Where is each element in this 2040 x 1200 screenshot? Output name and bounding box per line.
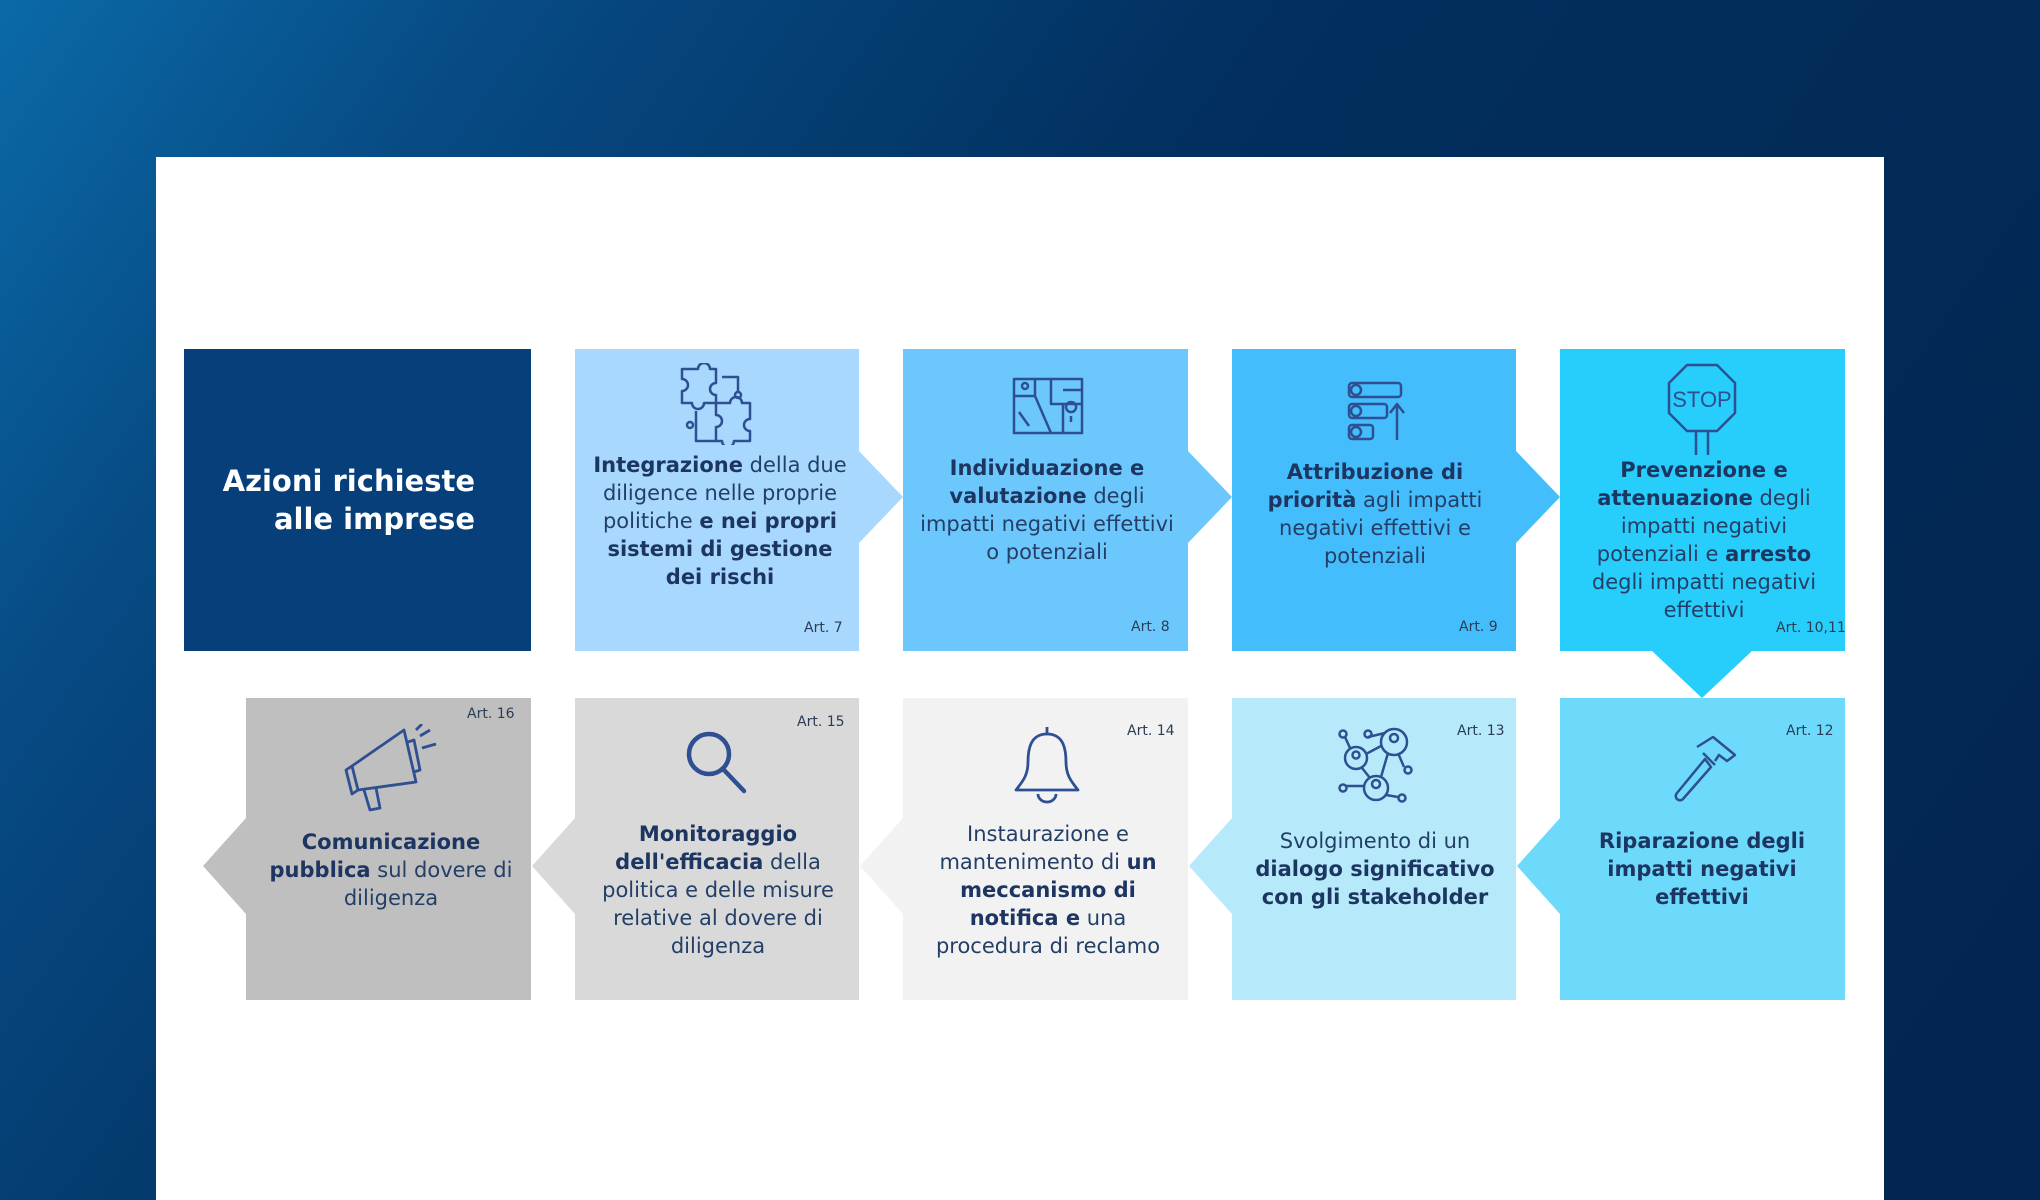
step-9-text-part: sul dovere di diligenza bbox=[343, 858, 513, 910]
step-6-label: Svolgimento di un dialogo significativo … bbox=[1245, 827, 1505, 911]
step-4-text-part: arresto bbox=[1725, 542, 1812, 566]
step-7-label: Instaurazione e mantenimento di un mecca… bbox=[918, 820, 1178, 960]
step-shape-9 bbox=[203, 698, 531, 1000]
step-4-label: Prevenzione e attenuazione degli impatti… bbox=[1568, 456, 1840, 624]
step-7-article: Art. 14 bbox=[1127, 723, 1175, 739]
step-shape-6 bbox=[1189, 698, 1516, 1000]
hammer-icon bbox=[1669, 733, 1737, 807]
step-3-text-part: agli impatti negativi effettivi e potenz… bbox=[1279, 488, 1483, 568]
step-8-article: Art. 15 bbox=[797, 714, 845, 730]
step-2-article: Art. 8 bbox=[1131, 619, 1170, 635]
puzzle-icon bbox=[676, 361, 756, 449]
priority-list-icon bbox=[1345, 380, 1407, 446]
step-1-text-part: e nei propri sistemi di gestione dei ris… bbox=[607, 509, 838, 589]
step-4-text-part: degli impatti negativi effettivi bbox=[1591, 570, 1817, 622]
step-8-text-part: Monitoraggio dell'efficacia bbox=[615, 822, 798, 874]
step-3-text-part: Attribuzione di priorità bbox=[1267, 460, 1464, 512]
step-7-text-part: Instaurazione e mantenimento di bbox=[939, 822, 1129, 874]
step-2-text-part: degli impatti negativi effettivi o poten… bbox=[920, 484, 1174, 564]
svg-text:STOP: STOP bbox=[1672, 387, 1732, 412]
step-shape-8 bbox=[532, 698, 859, 1000]
title-box bbox=[184, 349, 531, 651]
step-1-text-part: della due diligence nelle proprie politi… bbox=[602, 453, 847, 533]
content-card bbox=[156, 157, 1884, 1200]
step-1-label: Integrazione della due diligence nelle p… bbox=[590, 451, 850, 591]
step-shape-2 bbox=[903, 349, 1232, 651]
step-shape-1 bbox=[575, 349, 903, 651]
title-line-2: alle imprese bbox=[273, 502, 475, 536]
step-3-article: Art. 9 bbox=[1459, 619, 1498, 635]
step-9-text-part: Comunicazione pubblica bbox=[269, 830, 481, 882]
map-icon bbox=[1011, 376, 1085, 440]
step-shape-3 bbox=[1232, 349, 1560, 651]
step-8-label: Monitoraggio dell'efficacia della politi… bbox=[588, 820, 848, 960]
megaphone-icon bbox=[344, 723, 438, 818]
search-icon bbox=[684, 729, 748, 799]
step-7-text-part: una procedura di reclamo bbox=[935, 906, 1161, 958]
step-8-text-part: della politica e delle misure relative a… bbox=[602, 850, 834, 958]
step-4-text-part: Prevenzione e attenuazione bbox=[1597, 458, 1788, 510]
bell-icon bbox=[1012, 724, 1082, 808]
step-9-label: Comunicazione pubblica sul dovere di dil… bbox=[256, 828, 526, 912]
step-6-text-part: Svolgimento di un bbox=[1279, 829, 1471, 853]
step-2-text-part: Individuazione e valutazione bbox=[949, 456, 1145, 508]
step-3-label: Attribuzione di priorità agli impatti ne… bbox=[1245, 458, 1505, 570]
step-4-article: Art. 10,11 bbox=[1776, 620, 1846, 636]
step-6-text-part: dialogo significativo con gli stakeholde… bbox=[1255, 857, 1495, 909]
title-line-1: Azioni richieste bbox=[222, 464, 475, 498]
step-1-article: Art. 7 bbox=[804, 620, 843, 636]
step-shape-4 bbox=[1560, 349, 1845, 698]
stop-sign-icon: STOP bbox=[1667, 363, 1737, 461]
step-shape-7 bbox=[860, 698, 1188, 1000]
step-5-label: Riparazione degli impatti negativi effet… bbox=[1572, 827, 1832, 911]
step-7-text-part: un meccanismo di notifica e bbox=[960, 850, 1157, 930]
step-5-text-part: Riparazione degli impatti negativi effet… bbox=[1598, 829, 1806, 909]
step-9-article: Art. 16 bbox=[467, 706, 515, 722]
step-1-text-part: Integrazione bbox=[593, 453, 743, 477]
step-4-text-part: degli impatti negativi potenziali e bbox=[1596, 486, 1811, 566]
network-icon bbox=[1338, 726, 1414, 810]
step-shape-5 bbox=[1517, 698, 1845, 1000]
step-2-label: Individuazione e valutazione degli impat… bbox=[918, 454, 1176, 566]
step-5-article: Art. 12 bbox=[1786, 723, 1834, 739]
diagram-title: Azioni richieste alle imprese bbox=[184, 349, 531, 651]
step-6-article: Art. 13 bbox=[1457, 723, 1505, 739]
